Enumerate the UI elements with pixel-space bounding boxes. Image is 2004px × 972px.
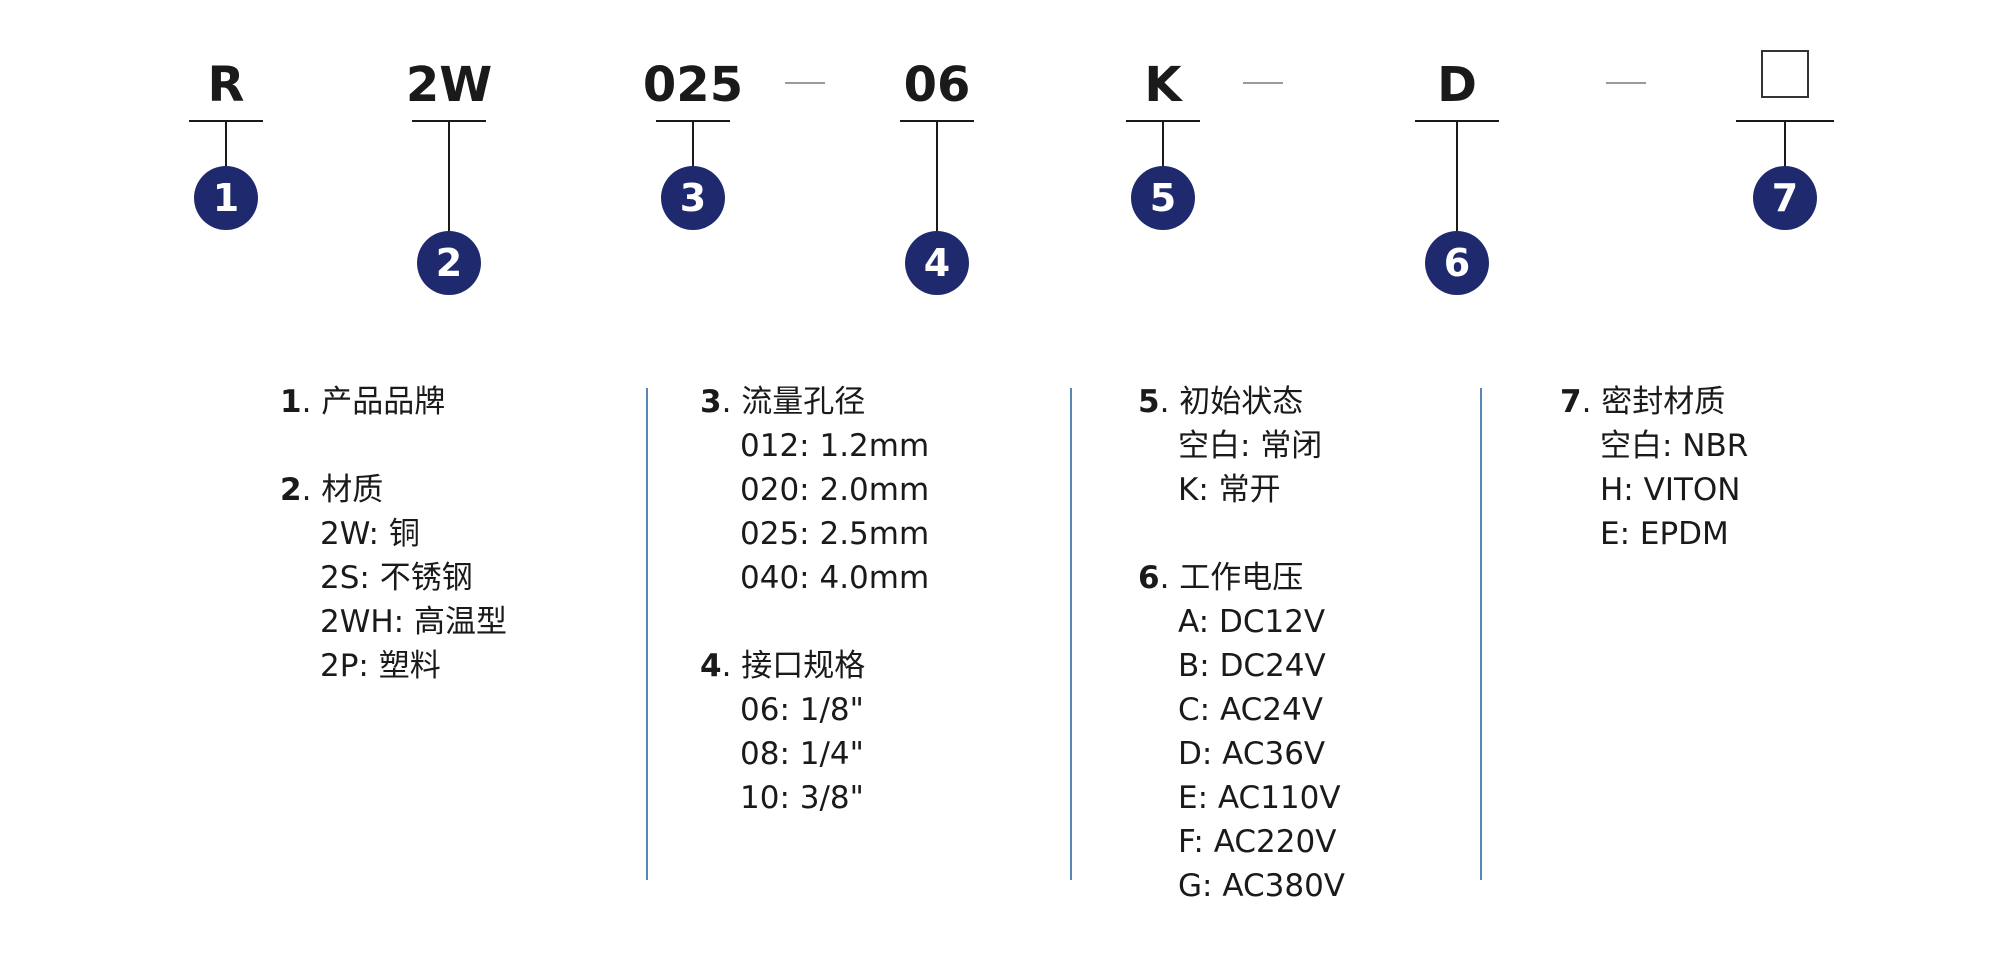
badge-number: 1: [213, 176, 239, 220]
number-badge: [194, 166, 258, 230]
number-badge: [417, 231, 481, 295]
number-badge: [905, 231, 969, 295]
legend-column: 5. 初始状态空白: 常闭 K: 常开 6. 工作电压 A: DC12V B: DC24…: [1138, 380, 1345, 908]
legend-item: 08: 1/4": [740, 736, 864, 772]
legend-heading: 3. 流量孔径: [700, 380, 929, 424]
code-placeholder-box: [1761, 50, 1809, 98]
legend-item: 10: 3/8": [740, 780, 864, 816]
number-badge: [1753, 166, 1817, 230]
legend-number-dot: .: [1159, 384, 1180, 420]
legend-group: 1. 产品品牌: [280, 380, 507, 424]
number-badge: [1425, 231, 1489, 295]
legend-item: 012: 1.2mm: [740, 428, 930, 464]
code-segment: 06: [904, 57, 971, 113]
legend-number-dot: .: [1581, 384, 1602, 420]
legend-item: 06: 1/8": [740, 692, 864, 728]
legend-item: C: AC24V: [1178, 692, 1323, 728]
legend-item: 020: 2.0mm: [740, 472, 930, 508]
legend-item: 2P: 塑料: [320, 648, 441, 684]
legend-item: 025: 2.5mm: [740, 516, 930, 552]
code-segment: D: [1437, 57, 1477, 113]
legend-heading: 1. 产品品牌: [280, 380, 507, 424]
legend-title: 密封材质: [1601, 384, 1726, 420]
legend-item: 空白: NBR: [1600, 428, 1749, 464]
legend-number: 5: [1138, 384, 1160, 420]
legend-column: 1. 产品品牌 2. 材质 2W: 铜 2S: 不锈钢 2WH: 高温型 2P: 塑料: [280, 380, 507, 688]
legend-item: E: AC110V: [1178, 780, 1341, 816]
code-segment: 2W: [406, 57, 492, 113]
legend-number: 7: [1560, 384, 1582, 420]
legend-column: 3. 流量孔径 012: 1.2mm 020: 2.0mm 025: 2.5mm 040…: [700, 380, 929, 820]
column-divider: [1480, 388, 1482, 880]
number-badge: [1131, 166, 1195, 230]
legend-group: 5. 初始状态空白: 常闭 K: 常开: [1138, 380, 1345, 512]
badge-number: 4: [924, 241, 950, 285]
legend-number: 6: [1138, 560, 1160, 596]
legend-group: 2. 材质 2W: 铜 2S: 不锈钢 2WH: 高温型 2P: 塑料: [280, 468, 507, 688]
number-badge: [661, 166, 725, 230]
legend-item: G: AC380V: [1178, 868, 1346, 904]
legend-group: 4. 接口规格 06: 1/8" 08: 1/4" 10: 3/8": [700, 644, 929, 820]
legend-title: 工作电压: [1179, 560, 1304, 596]
legend-number: 2: [280, 472, 302, 508]
legend-group: 6. 工作电压 A: DC12V B: DC24V C: AC24V D: AC36V E…: [1138, 556, 1345, 908]
legend-item: B: DC24V: [1178, 648, 1326, 684]
badge-number: 3: [680, 176, 706, 220]
legend-item: K: 常开: [1178, 472, 1281, 508]
legend-heading: 4. 接口规格: [700, 644, 929, 688]
legend-item: H: VITON: [1600, 472, 1741, 508]
legend-heading: 2. 材质: [280, 468, 507, 512]
legend-title: 产品品牌: [321, 384, 446, 420]
legend-title: 流量孔径: [741, 384, 866, 420]
legend-heading: 6. 工作电压: [1138, 556, 1345, 600]
legend-title: 材质: [321, 472, 384, 508]
legend-title: 初始状态: [1179, 384, 1304, 420]
legend-number-dot: .: [721, 384, 742, 420]
column-divider: [646, 388, 648, 880]
legend-title: 接口规格: [741, 648, 866, 684]
legend-group: 7. 密封材质空白: NBR H: VITON E: EPDM: [1560, 380, 1748, 556]
badge-number: 7: [1772, 176, 1798, 220]
legend-heading: 5. 初始状态: [1138, 380, 1345, 424]
legend-item: 2S: 不锈钢: [320, 560, 473, 596]
legend-item: 空白: 常闭: [1178, 428, 1323, 464]
code-segment: R: [208, 57, 245, 113]
legend-item: 040: 4.0mm: [740, 560, 930, 596]
legend-item: E: EPDM: [1600, 516, 1729, 552]
legend-item: D: AC36V: [1178, 736, 1326, 772]
legend-heading: 7. 密封材质: [1560, 380, 1748, 424]
legend-group: 3. 流量孔径 012: 1.2mm 020: 2.0mm 025: 2.5mm 040…: [700, 380, 929, 600]
column-divider: [1070, 388, 1072, 880]
legend-item: 2W: 铜: [320, 516, 420, 552]
legend-item: A: DC12V: [1178, 604, 1326, 640]
legend-number-dot: .: [721, 648, 742, 684]
legend-number: 4: [700, 648, 722, 684]
legend-column: 7. 密封材质空白: NBR H: VITON E: EPDM: [1560, 380, 1748, 556]
code-segment: K: [1144, 57, 1183, 113]
legend-number-dot: .: [1159, 560, 1180, 596]
legend-item: 2WH: 高温型: [320, 604, 507, 640]
code-layer: R 1 2W 2 025 3 06 4 K 5 D 6 7: [189, 50, 1834, 295]
badge-number: 6: [1444, 241, 1470, 285]
legend-item: F: AC220V: [1178, 824, 1337, 860]
legend-number: 1: [280, 384, 302, 420]
legend-number: 3: [700, 384, 722, 420]
legend-number-dot: .: [301, 472, 322, 508]
badge-number: 5: [1150, 176, 1176, 220]
legend-number-dot: .: [301, 384, 322, 420]
code-segment: 025: [643, 57, 743, 113]
badge-number: 2: [436, 241, 462, 285]
